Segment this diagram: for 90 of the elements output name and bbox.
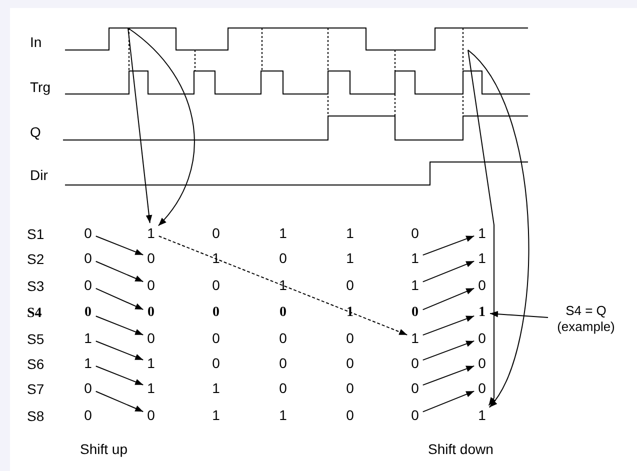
bit-value: 1 [409,250,421,266]
bit-value: 1 [277,407,289,423]
bit-value: 1 [409,277,421,293]
arrow [128,28,152,224]
arrow [95,236,144,256]
annotation-text: S4 = Q (example) [550,303,622,337]
bit-value: 1 [476,407,488,423]
bit-value: 0 [210,305,222,321]
row-label: S5 [27,330,44,348]
arrow [422,315,475,336]
bit-value: 0 [82,305,94,321]
bit-value: 1 [344,305,356,321]
bit-value: 0 [210,225,222,241]
arrow [95,316,144,336]
bit-value: 1 [145,225,157,241]
bit-value: 0 [277,380,289,396]
signal-label: In [30,33,42,51]
arrow [422,288,475,310]
bit-value: 0 [210,277,222,293]
arrow [158,236,408,336]
bit-value: 1 [145,355,157,371]
bit-value: 0 [145,330,157,346]
bit-value: 1 [82,330,94,346]
bit-value: 0 [210,355,222,371]
bit-value: 0 [277,305,289,321]
arrow [422,235,475,256]
bit-value: 1 [145,380,157,396]
bit-value: 0 [476,380,488,396]
bit-value: 1 [277,225,289,241]
row-label: S4 [27,305,42,323]
bit-value: 1 [476,250,488,266]
bit-value: 0 [277,250,289,266]
bit-value: 0 [82,277,94,293]
arrow [95,260,144,282]
row-label: S6 [27,355,44,373]
bit-value: 0 [277,355,289,371]
arrow [422,390,475,412]
bit-value: 0 [145,305,157,321]
row-label: S3 [27,277,44,295]
bit-value: 0 [344,380,356,396]
row-label: S2 [27,250,44,268]
arrow [95,340,144,360]
row-label: S7 [27,380,44,398]
arrow [490,310,548,318]
caption-text: Shift down [428,440,494,458]
bit-value: 0 [409,380,421,396]
arrow [422,340,475,361]
signal-label: Dir [30,166,48,184]
caption-text: Shift up [80,440,128,458]
bit-value: 0 [145,277,157,293]
bit-value: 1 [210,380,222,396]
bit-value: 1 [82,355,94,371]
arrow [95,288,144,310]
bit-value: 0 [277,330,289,346]
row-label: S8 [27,407,44,425]
bit-value: 0 [409,407,421,423]
arrow [468,50,496,406]
arrow [422,260,475,282]
bit-value: 0 [476,277,488,293]
bit-value: 1 [476,225,488,241]
bit-value: 0 [409,225,421,241]
bit-value: 0 [409,305,421,321]
arrow [95,366,144,386]
bit-value: 0 [344,330,356,346]
bit-value: 0 [409,355,421,371]
bit-value: 0 [145,250,157,266]
bit-value: 1 [476,305,488,321]
bit-value: 0 [145,407,157,423]
signal-label: Trg [30,78,50,96]
arrow [468,50,529,408]
signal-label: Q [30,123,41,141]
arrow [422,365,475,386]
bit-value: 0 [476,330,488,346]
bit-value: 1 [344,225,356,241]
bit-value: 0 [82,225,94,241]
bit-value: 0 [344,277,356,293]
arrow [128,28,195,226]
bit-value: 0 [344,355,356,371]
bit-value: 0 [344,407,356,423]
bit-value: 1 [409,330,421,346]
bit-value: 0 [82,380,94,396]
bit-value: 0 [476,355,488,371]
bit-value: 1 [210,250,222,266]
bit-value: 0 [82,250,94,266]
row-label: S1 [27,225,44,243]
bit-value: 1 [210,407,222,423]
arrow [95,390,144,412]
bit-value: 0 [82,407,94,423]
bit-value: 1 [344,250,356,266]
bit-value: 0 [210,330,222,346]
